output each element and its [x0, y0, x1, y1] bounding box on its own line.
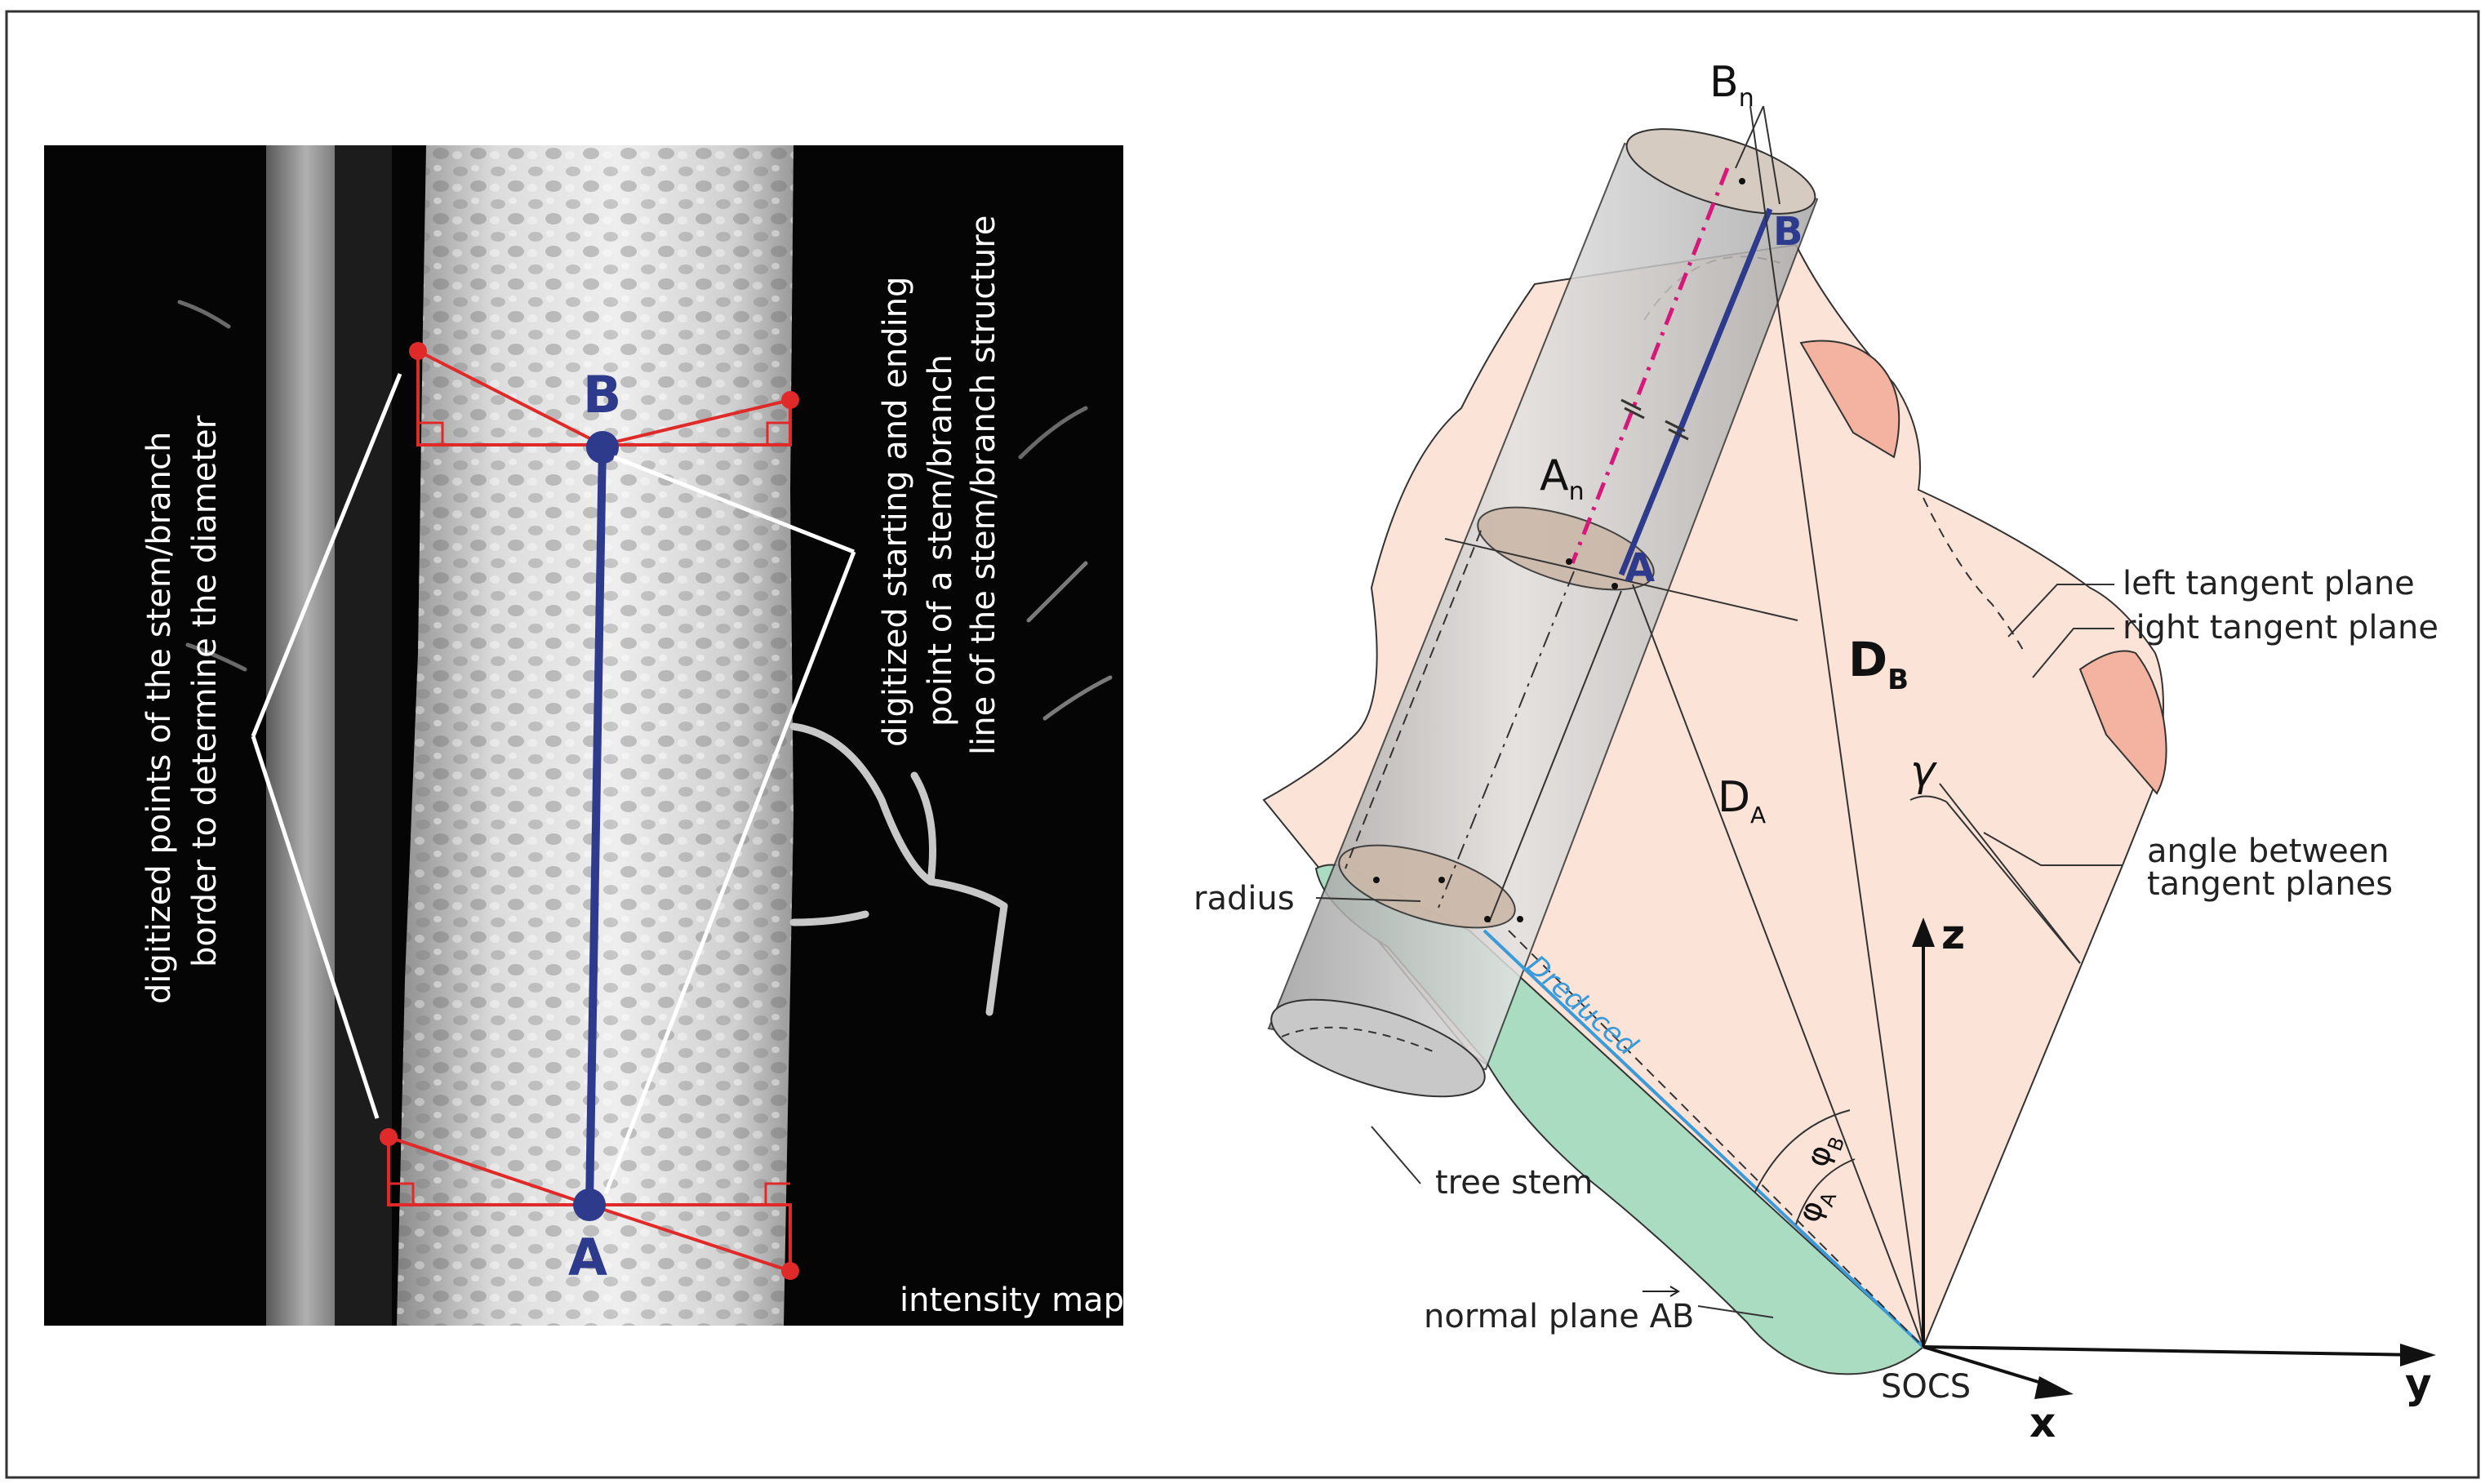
angle-arc-phi-b [1754, 1109, 1851, 1193]
annotation-right-line-1: digitized starting and ending [877, 277, 914, 747]
stem-line-ab-3d [1618, 207, 1773, 576]
triangle-a-right [589, 1203, 792, 1271]
cylinder-inner-lines [1345, 530, 1622, 923]
stem-point-a [573, 1189, 606, 1221]
annotation-left-line-1: digitized points of the stem/branch [140, 432, 178, 1004]
intensity-map-panel: B A digitized points of the stem/branch … [44, 145, 1124, 1326]
socs-axes [1912, 918, 2436, 1399]
digitized-border-triangles-b [416, 349, 792, 447]
cylinder-bottom-cap-dashed [1281, 1026, 1438, 1054]
cylinder-bottom-cap [1270, 998, 1486, 1098]
radius-label: radius [1194, 880, 1295, 918]
angle-arc-phi-a [1795, 1158, 1856, 1225]
z-axis-label: z [1941, 911, 1965, 958]
cylinder-top-cap [1625, 128, 1816, 215]
intensity-map-caption: intensity map [900, 1282, 1124, 1319]
socs-label: SOCS [1881, 1368, 1971, 1406]
point-an-label: An [1540, 451, 1585, 506]
angle-between-label-2: tangent planes [2147, 865, 2393, 903]
right-angle-markers [1373, 178, 1745, 922]
annotation-right-line-3: line of the stem/branch structure [965, 215, 1002, 755]
x-axis-label: x [2029, 1399, 2056, 1446]
triangle-b-right [602, 400, 792, 447]
y-axis-arrowhead [2400, 1344, 2436, 1366]
d-a-label: DA [1718, 773, 1766, 829]
equal-length-ticks [1620, 398, 1689, 441]
background-tree-shadow [335, 145, 392, 1326]
point-a-label: A [568, 1228, 607, 1287]
digitized-point-a-left [380, 1128, 398, 1146]
cross-section-lower [1338, 844, 1516, 929]
triangle-b-left [416, 351, 602, 447]
background-tree-trunk [266, 145, 346, 1326]
left-tangent-plane-label: left tangent plane [2123, 565, 2415, 602]
y-axis [1923, 1345, 2421, 1357]
x-axis [1923, 1345, 2058, 1389]
digitized-border-triangles-a [387, 1135, 792, 1273]
annotation-right-line-2: point of a stem/branch [922, 354, 959, 726]
angle-between-label-1: angle between [2147, 833, 2389, 870]
gamma-label: γ [1910, 747, 1938, 796]
axis-dash-dot [1570, 167, 1730, 564]
stem-point-b [586, 431, 619, 464]
right-annotation-leader [603, 455, 856, 1194]
geometry-diagram: Bn B An A DB DA Dreduced φB φA γ left ta… [1194, 58, 2438, 1446]
normal-plane-label: normal plane AB [1424, 1298, 1694, 1335]
tree-stem-label: tree stem [1435, 1164, 1593, 1202]
projection-lines [1444, 105, 2081, 1348]
right-tangent-plane-side [2078, 650, 2167, 795]
d-reduced-line [1483, 929, 1925, 1348]
normal-plane-vector-arrow [1643, 1286, 1680, 1297]
right-tangent-plane-label: right tangent plane [2123, 609, 2438, 646]
point-a-3d-label: A [1625, 545, 1655, 591]
digitized-point-b-left [409, 342, 427, 360]
z-axis-arrowhead [1912, 918, 1935, 947]
plane-dashed-curve-right [1923, 497, 2025, 654]
figure-border [5, 10, 2480, 1479]
point-bn-label: Bn [1709, 58, 1754, 113]
annotation-left-line-2: border to determine the diameter [186, 415, 224, 967]
x-axis-arrowhead [2034, 1376, 2074, 1399]
label-leaders [1315, 584, 2123, 1318]
cross-section-a [1477, 506, 1655, 591]
y-axis-label: y [2405, 1360, 2432, 1407]
digitized-point-a-right [781, 1262, 799, 1280]
triangle-a-left [387, 1137, 589, 1206]
d-b-label: DB [1848, 632, 1909, 696]
dead-branches [177, 300, 1113, 1016]
digitized-point-b-right [781, 391, 799, 409]
point-b-label: B [583, 365, 621, 424]
angle-arc-gamma [1909, 795, 1947, 802]
left-annotation-leader [251, 373, 402, 1119]
point-b-3d-label: B [1773, 209, 1803, 255]
right-tangent-plane-top [1799, 340, 1900, 459]
stem-line-ab [585, 444, 607, 1206]
